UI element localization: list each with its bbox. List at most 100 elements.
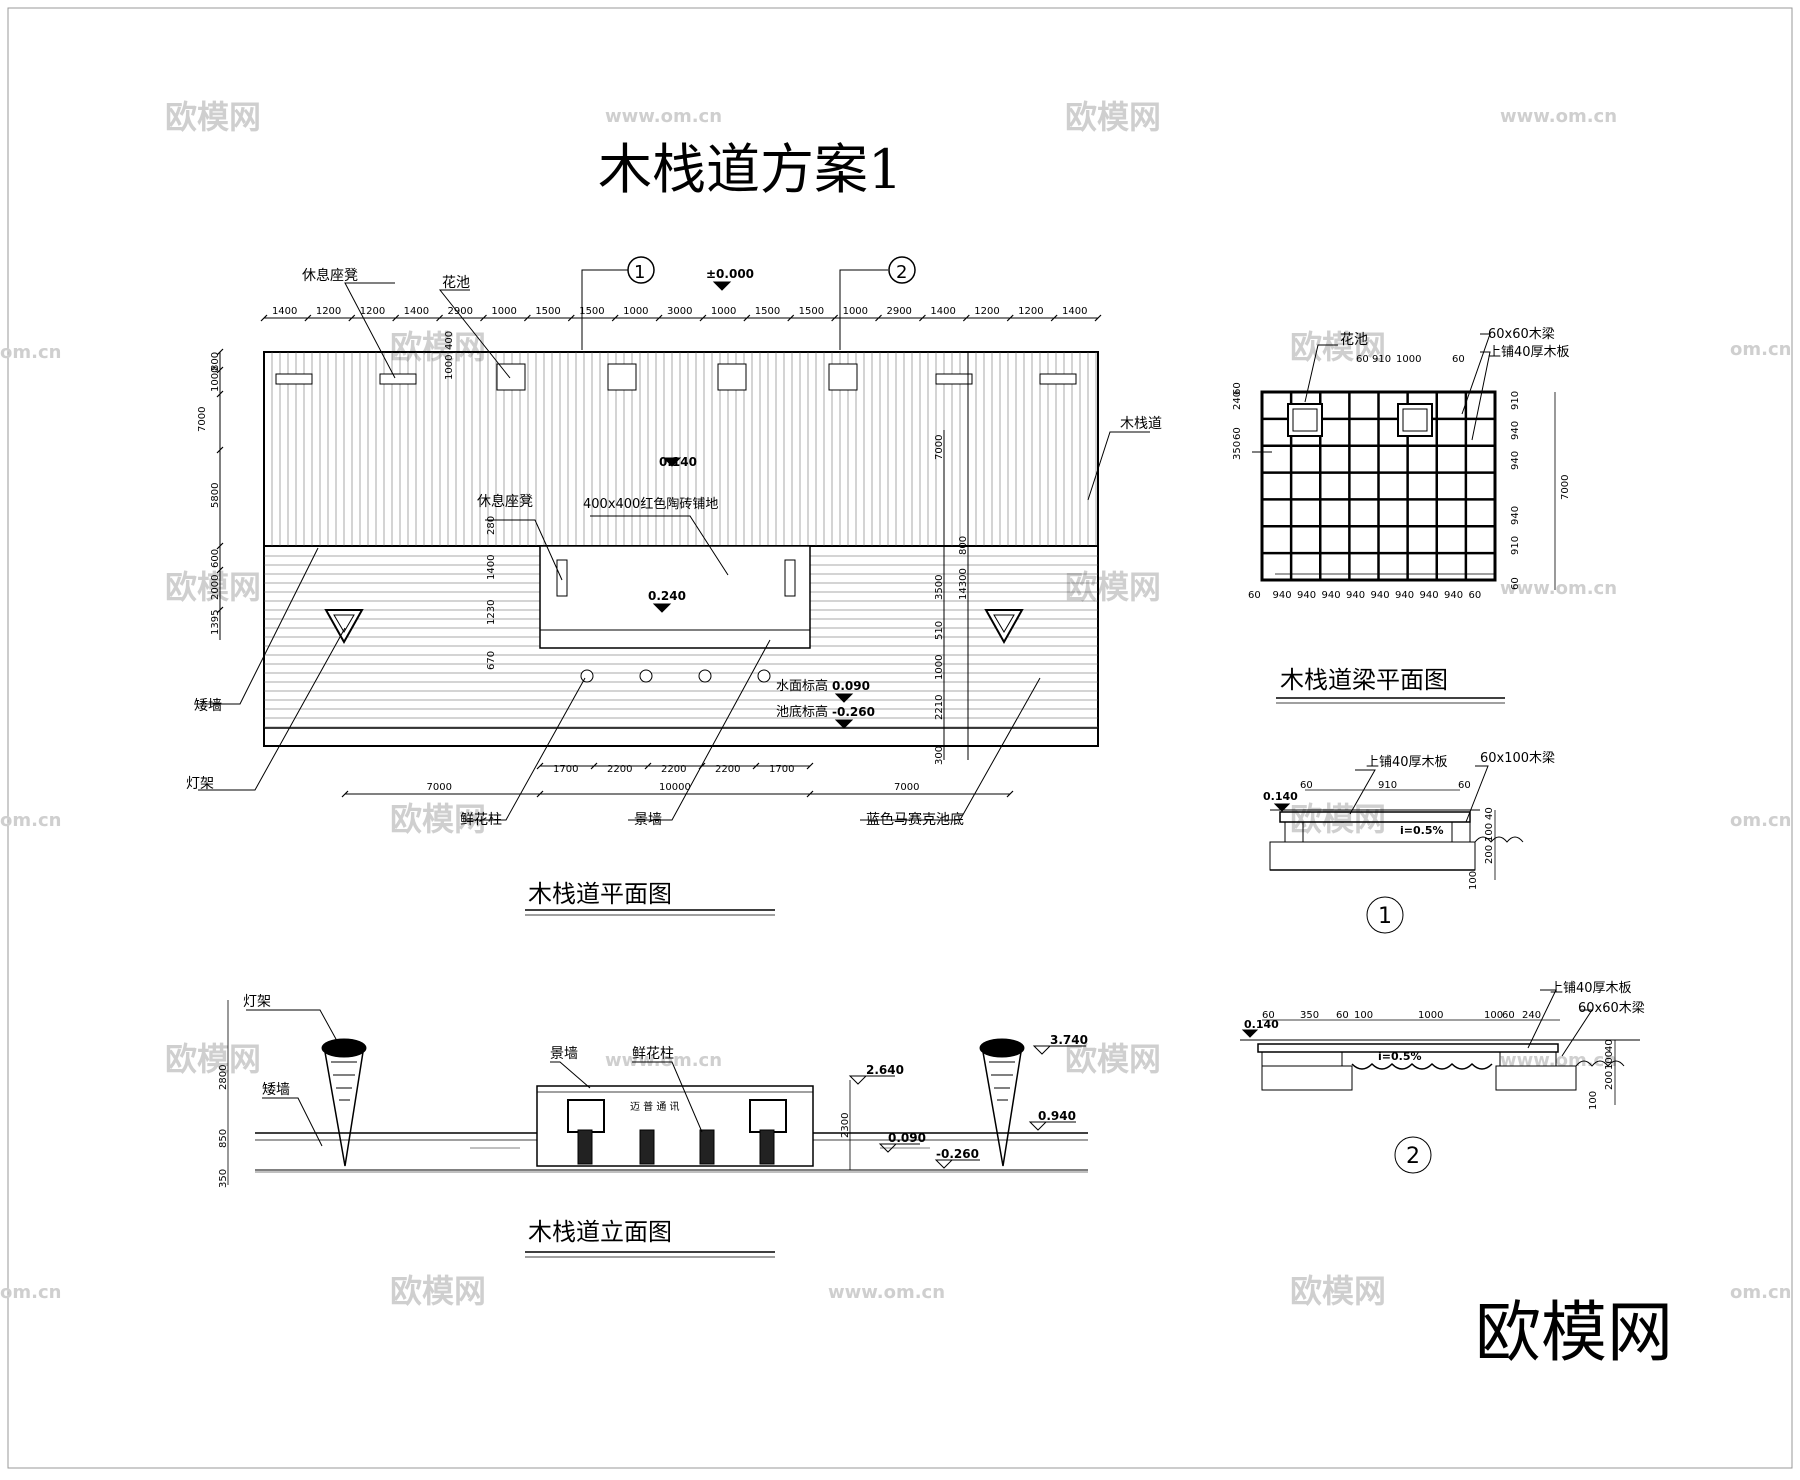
dim-tick <box>752 762 760 770</box>
planter <box>496 363 526 391</box>
elevation-dimensions: 2800 850 350 2300 <box>218 1065 851 1188</box>
watermark-site: www.om.cn <box>1500 1050 1617 1071</box>
section-marker-2 <box>888 256 916 284</box>
label-lowwall: 矮墙 <box>194 698 222 714</box>
dimension-text: 1400 <box>486 555 497 580</box>
label-scenewall: 景墙 <box>550 1046 578 1062</box>
section-marker <box>1394 1136 1432 1174</box>
elev-mark <box>848 1075 868 1085</box>
concrete-base <box>1495 1065 1577 1091</box>
dimension-text: 60 <box>1469 590 1482 601</box>
dim-tick <box>216 606 224 614</box>
elev-0140: 0.140 <box>659 455 697 469</box>
dim-tick <box>1094 314 1102 322</box>
dimension-text: 1000 <box>843 306 868 317</box>
watermark-brand: 欧模网 <box>390 1272 486 1310</box>
dimension-text: 100 <box>1484 1010 1503 1021</box>
watermark-site: www.om.cn <box>828 1282 945 1303</box>
dim-tick <box>536 762 544 770</box>
elev-mark <box>712 281 732 291</box>
dimension-text: 350 <box>1232 441 1243 460</box>
dim-tick <box>806 762 814 770</box>
beam-plan-heading: 木栈道梁平面图 <box>1280 666 1448 694</box>
lamp-flowers <box>321 1038 367 1058</box>
flower-post <box>577 1129 593 1165</box>
elev-3740: 3.740 <box>1050 1033 1088 1047</box>
dimension-text: 940 <box>1510 451 1521 470</box>
dim-tick <box>348 314 356 322</box>
leader-line <box>590 515 729 576</box>
dimension-text: 1400 <box>1062 306 1087 317</box>
water-level-value: 0.090 <box>832 679 870 693</box>
dimension-text: 850 <box>218 1129 229 1148</box>
elevation-view <box>227 1000 1088 1258</box>
dimension-text: 1000 <box>1396 354 1421 365</box>
dimension-text: 240 <box>1522 1010 1541 1021</box>
dimension-text: 350 <box>218 1169 229 1188</box>
dimension-text: 2800 <box>218 1065 229 1090</box>
beam <box>1451 821 1471 843</box>
dimension-text: 2300 <box>840 1113 851 1138</box>
dimension-text: 940 <box>1371 590 1390 601</box>
dim-tick <box>216 390 224 398</box>
dim-tick <box>787 314 795 322</box>
leader-line <box>1461 333 1491 415</box>
label-beam: 60x60木梁 <box>1578 1001 1645 1016</box>
watermark-short: om.cn <box>0 1282 61 1303</box>
watermark-brand: 欧模网 <box>165 568 261 606</box>
section-leader <box>839 269 888 350</box>
beam-plan-labels: 花池 60x60木梁 上铺40厚木板 木栈道梁平面图 <box>1280 327 1570 694</box>
watermark-brand: 欧模网 <box>1065 98 1161 136</box>
label-bottom-level: 池底标高 <box>776 704 828 720</box>
elev-0240: 0.240 <box>648 589 686 603</box>
elevation-heading: 木栈道立面图 <box>528 1218 672 1246</box>
dimension-text: 2210 <box>934 695 945 720</box>
dimension-text: 1200 <box>974 306 999 317</box>
dimension-text: 3500 <box>934 575 945 600</box>
dimension-text: 60 <box>1452 354 1465 365</box>
elev-value: 0.140 <box>1244 1018 1279 1031</box>
label-flowerpost: 鲜花柱 <box>460 812 502 828</box>
dimension-text: 7000 <box>1560 475 1571 500</box>
flower-post <box>759 1129 775 1165</box>
plan-outline <box>263 351 1099 747</box>
flower-post <box>698 669 712 683</box>
dimension-text: 910 <box>1378 780 1397 791</box>
elev-mark <box>1032 1045 1052 1055</box>
dimension-text: 1200 <box>316 306 341 317</box>
dimension-text: 280 <box>486 516 497 535</box>
elevation-labels: 灯架 矮墙 景墙 鲜花柱 迈 普 通 讯 3.740 2.640 0.940 0… <box>243 994 1088 1246</box>
origin-level: ±0.000 <box>706 267 754 281</box>
dim-tick <box>918 314 926 322</box>
watermark-brand: 欧模网 <box>1290 328 1386 366</box>
elev-mark <box>834 719 854 729</box>
leader-line <box>485 519 563 581</box>
dim-tick <box>216 366 224 374</box>
section-2-labels: 上铺40厚木板 60x60木梁 0.140 i=0.5% 2 <box>1244 981 1645 1169</box>
dim-tick <box>1006 790 1014 798</box>
dimension-text: 350 <box>1300 1010 1319 1021</box>
bench <box>275 373 313 385</box>
water-hatch <box>1351 1062 1493 1070</box>
lamp-stand <box>324 1051 364 1167</box>
beam <box>1261 1051 1343 1067</box>
dimension-text: 1230 <box>486 600 497 625</box>
dimension-text: 1000 <box>623 306 648 317</box>
watermark-brand: 欧模网 <box>1065 568 1161 606</box>
lamp-flowers <box>979 1038 1025 1058</box>
leader-line <box>465 677 586 821</box>
dimension-text: 40 <box>1604 1039 1615 1052</box>
dimension-text: 1000 <box>444 355 455 380</box>
label-lamp: 灯架 <box>243 994 271 1010</box>
dimension-text: 60 <box>1262 1010 1275 1021</box>
dimension-text: 7000 <box>427 782 452 793</box>
dimension-text: 60 <box>1356 354 1369 365</box>
dimension-text: 60 <box>1510 577 1521 590</box>
dim-tick <box>875 314 882 322</box>
